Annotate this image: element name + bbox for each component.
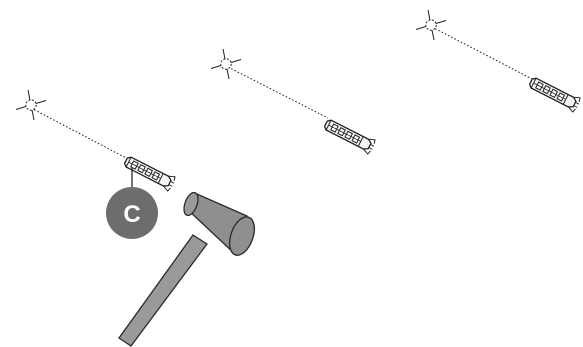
guide-line-2 [227, 66, 329, 119]
step-badge: C [106, 187, 158, 239]
drill-point-2 [210, 48, 242, 80]
step-label: C [123, 201, 140, 228]
wall-plug-3 [526, 73, 583, 114]
hammer-face [228, 216, 256, 256]
wall-plug-1 [121, 152, 178, 193]
drill-point-3 [415, 9, 447, 41]
hammer-icon [118, 191, 256, 347]
guide-lines [30, 26, 535, 160]
step-badge-circle [106, 187, 158, 239]
drill-point-1 [15, 89, 47, 121]
guide-line-1 [30, 107, 129, 160]
wall-plug-2 [321, 115, 378, 156]
hammer-back [183, 191, 199, 217]
guide-line-3 [431, 26, 535, 81]
hammer-handle [118, 234, 208, 347]
